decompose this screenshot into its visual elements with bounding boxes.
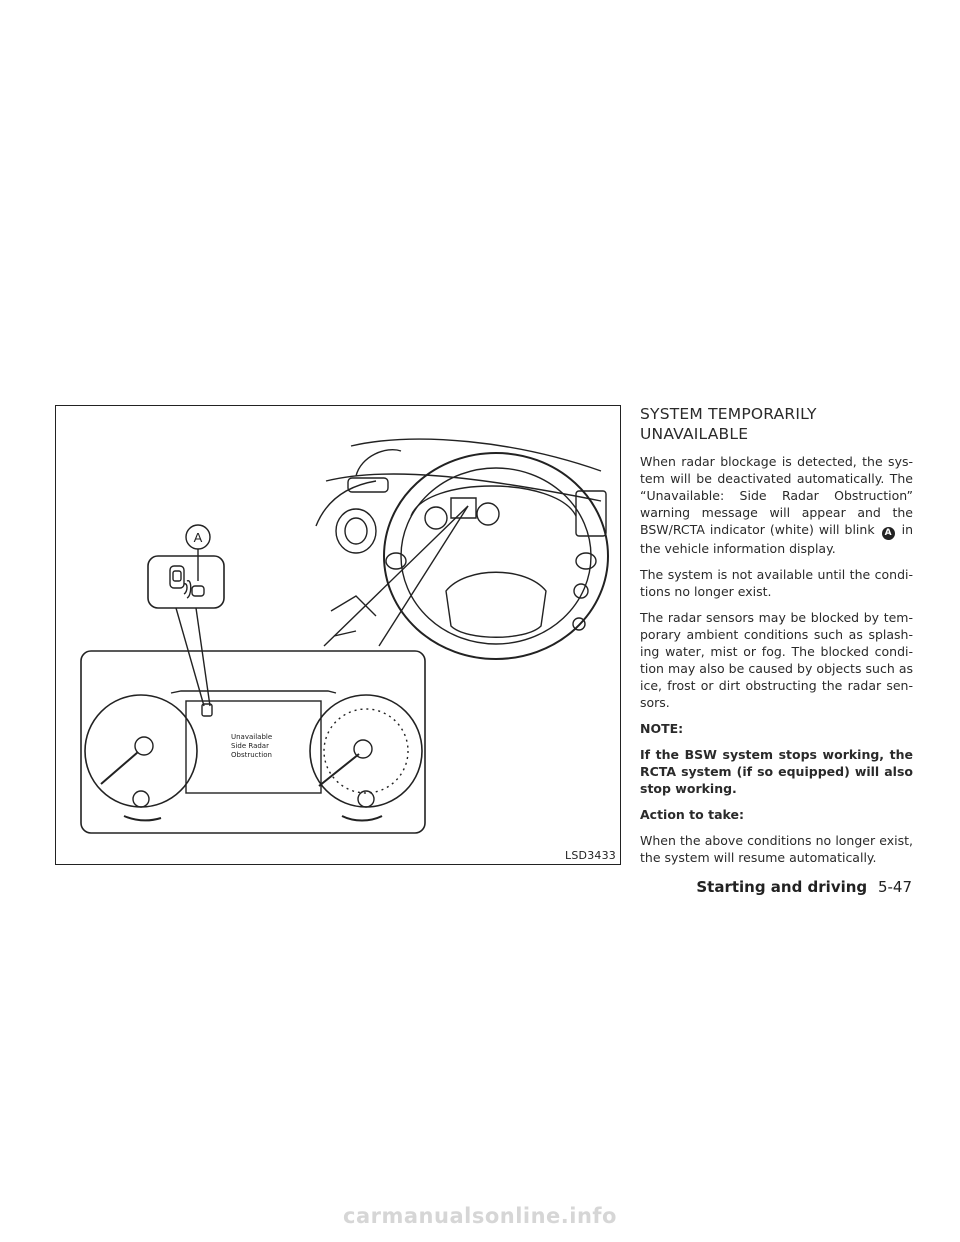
section-heading: SYSTEM TEMPORARILY UNAVAILABLE [640, 405, 817, 443]
display-message-line-2: Side Radar [231, 742, 269, 750]
paragraph-blockage-part1: When radar blockage is detected, the sys… [640, 454, 913, 537]
note-label: NOTE: [640, 721, 684, 736]
illustration-figure: A [55, 405, 621, 865]
callout-a-icon: A [881, 527, 895, 540]
paragraph-sensors-blocked: The radar sensors may be blocked by tem­… [640, 610, 913, 710]
note-body: If the BSW system stops working, the RCT… [640, 747, 913, 796]
watermark: carmanualsonline.info [343, 1204, 617, 1228]
action-label: Action to take: [640, 807, 744, 822]
page-footer: Starting and driving 5-47 [696, 878, 912, 896]
display-message-line-1: Unavailable [231, 733, 272, 741]
dashboard-illustration: A [80, 438, 609, 834]
text-column: SYSTEM TEMPORARILY UNAVAILABLE When rada… [640, 404, 913, 875]
action-body: When the above conditions no longer exis… [640, 833, 913, 865]
paragraph-blockage-part2: in the vehicle information display. [640, 522, 913, 556]
display-message-line-3: Obstruction [231, 751, 272, 759]
paragraph-blockage: When radar blockage is detected, the sys… [640, 453, 913, 557]
footer-page-number: 5-47 [877, 878, 912, 896]
footer-section: Starting and driving [696, 878, 868, 896]
callout-letter: A [194, 530, 203, 545]
figure-code: LSD3433 [565, 849, 616, 862]
paragraph-not-available: The system is not available until the co… [640, 567, 913, 599]
